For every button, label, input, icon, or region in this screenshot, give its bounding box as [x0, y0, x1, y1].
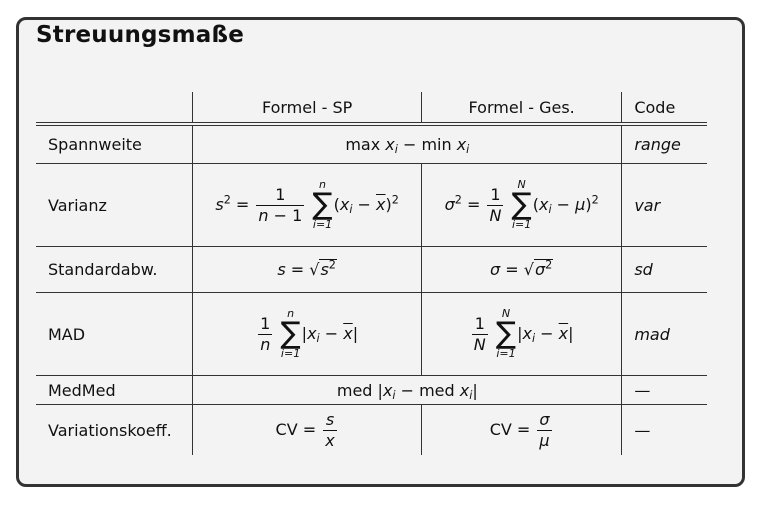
row-label: MAD [36, 292, 193, 376]
row-label: Spannweite [36, 124, 193, 164]
row-label: Variationskoeff. [48, 420, 172, 440]
row-label: Varianz [36, 163, 193, 247]
row-code: — [621, 375, 707, 405]
table-header-row: Formel - SP Formel - Ges. Code [36, 92, 707, 126]
header-code: Code [621, 92, 707, 126]
formula-sd-population: σ = √σ2 [420, 246, 622, 293]
formula-range: max xi − min xi [192, 124, 622, 164]
table-row: MedMed med |xi − med xi| — [36, 375, 707, 405]
formula-sd-sample: s = √s2 [192, 246, 422, 293]
header-formula-sample: Formel - SP [192, 92, 422, 126]
table-row: Standardabw. s = √s2 σ = √σ2 sd [36, 246, 707, 293]
row-code: sd [621, 246, 707, 293]
row-code: var [621, 163, 707, 247]
row-code: — [621, 404, 707, 455]
dispersion-measures-table: Formel - SP Formel - Ges. Code Spannweit… [36, 92, 707, 455]
table-row: Spannweite max xi − min xi range [36, 124, 707, 164]
formula-medmed: med |xi − med xi| [192, 375, 622, 405]
row-code: range [621, 124, 707, 164]
row-label: MedMed [36, 375, 193, 405]
row-label: Standardabw. [36, 246, 193, 293]
row-code: mad [621, 292, 707, 376]
header-formula-population: Formel - Ges. [420, 92, 622, 126]
slide-title: Streuungsmaße [36, 22, 245, 48]
header-empty [36, 92, 193, 126]
